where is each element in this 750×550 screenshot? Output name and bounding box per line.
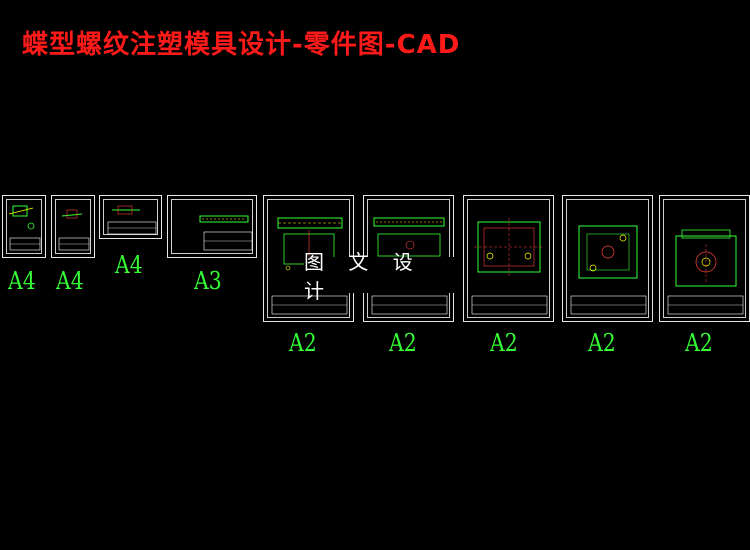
drawing-sheet-3[interactable] (99, 195, 162, 239)
sheet-size-label: A4 (8, 267, 36, 295)
drawing-sheet-7[interactable] (463, 195, 554, 322)
sheet-size-label: A4 (115, 251, 143, 279)
page-title: 蝶型螺纹注塑模具设计-零件图-CAD (22, 30, 461, 60)
sheet-size-label: A2 (289, 329, 317, 357)
sheet-2-drawing (58, 209, 90, 251)
sheet-9-drawing (667, 229, 744, 315)
drawing-sheet-1[interactable] (2, 195, 46, 258)
sheet-8-drawing (570, 225, 647, 315)
sheet-size-label: A2 (389, 329, 417, 357)
sheet-size-label: A2 (490, 329, 518, 357)
drawing-sheet-2[interactable] (51, 195, 95, 258)
drawing-sheet-9[interactable] (659, 195, 750, 322)
sheet-1-drawing (8, 205, 41, 251)
sheet-3-drawing (107, 205, 157, 235)
sheet-size-label: A4 (56, 267, 84, 295)
sheet-size-label: A3 (194, 267, 222, 295)
sheet-7-drawing (471, 218, 548, 315)
sheet-4-drawing (199, 215, 253, 251)
drawing-sheet-4[interactable] (167, 195, 257, 258)
watermark-text: 图 文 设 计 (304, 250, 460, 303)
sheet-6-drawing (371, 217, 448, 315)
sheet-size-label: A2 (685, 329, 713, 357)
sheet-size-label: A2 (588, 329, 616, 357)
drawing-sheet-8[interactable] (562, 195, 653, 322)
